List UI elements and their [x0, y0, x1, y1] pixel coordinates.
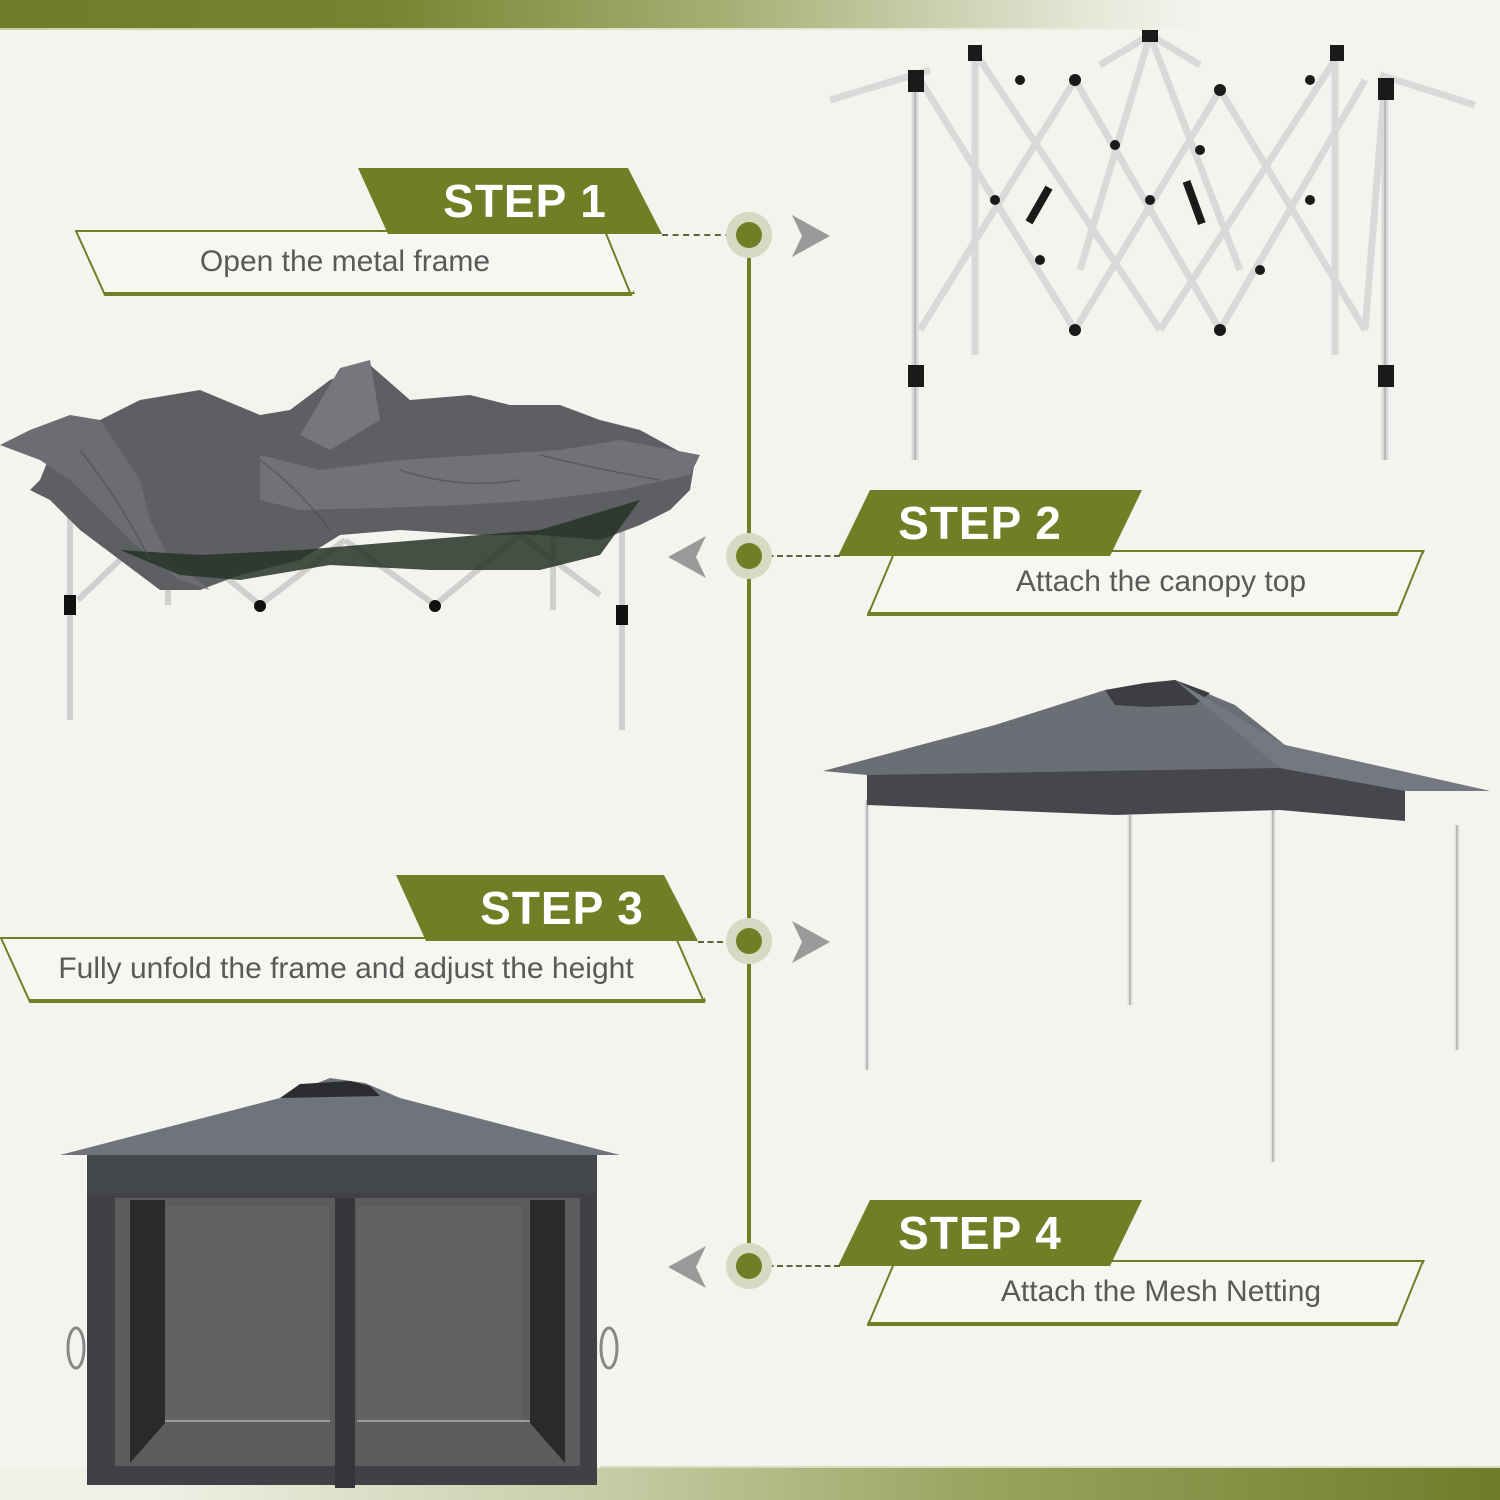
step-4-caption-text: Attach the Mesh Netting [1000, 1275, 1322, 1308]
step-1-node [726, 212, 772, 258]
bottom-accent-line [600, 1466, 1500, 1468]
step-3-caption-text: Fully unfold the frame and adjust the he… [58, 952, 634, 985]
step-1-caption-text: Open the metal frame [199, 245, 491, 278]
step-4-node [726, 1243, 772, 1289]
chevron-left-icon [668, 536, 706, 578]
step-4-badge-text: STEP 4 [898, 1207, 1062, 1259]
fully-raised-canopy-tent-image [823, 680, 1490, 1162]
step-4-caption-border [867, 1260, 1425, 1326]
step-1-connector [662, 234, 742, 236]
frame-with-draped-canopy-image [0, 360, 700, 730]
step-2-node [726, 533, 772, 579]
chevron-left-icon [668, 1246, 706, 1288]
step-4-badge: STEP 4 [838, 1200, 1142, 1266]
chevron-right-icon [792, 921, 830, 963]
step-2-caption-text: Attach the canopy top [1015, 565, 1307, 598]
step-1-caption-border [75, 230, 633, 296]
expanded-metal-frame-image [828, 30, 1477, 460]
step-1-badge-text: STEP 1 [443, 175, 607, 227]
step-2-connector [758, 555, 840, 557]
step-4-connector [758, 1265, 840, 1267]
step-2-badge-text: STEP 2 [898, 497, 1062, 549]
top-gradient-bar [0, 0, 1500, 28]
step-2-caption-border [867, 550, 1425, 616]
canopy-with-mesh-netting-image [60, 1078, 620, 1488]
step-3-caption-border [0, 937, 706, 1003]
step-2-badge: STEP 2 [838, 490, 1142, 556]
top-accent-line [0, 28, 1150, 30]
timeline-line [747, 235, 751, 1265]
step-3-badge-text: STEP 3 [480, 882, 644, 934]
step-1-badge: STEP 1 [358, 168, 662, 234]
chevron-right-icon [792, 215, 830, 257]
step-2-caption: Attach the canopy top [867, 550, 1425, 614]
step-3-connector [698, 941, 742, 943]
step-4-caption: Attach the Mesh Netting [867, 1260, 1425, 1324]
step-3-caption: Fully unfold the frame and adjust the he… [0, 937, 706, 1001]
step-3-badge: STEP 3 [396, 875, 698, 941]
step-3-node [726, 918, 772, 964]
